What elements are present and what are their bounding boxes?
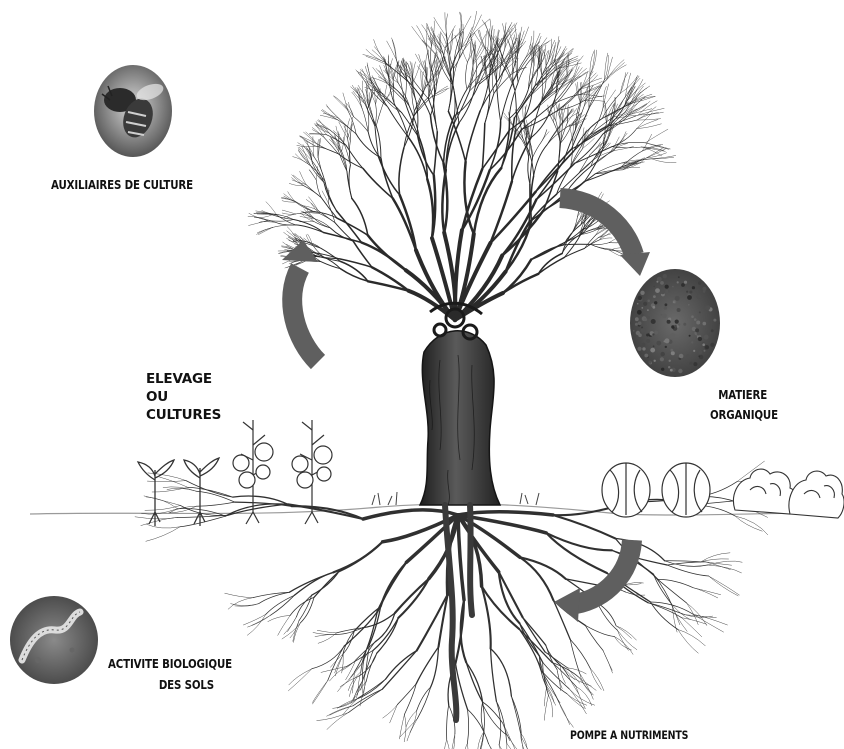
label-matiere-organique: MATIERE ORGANIQUE xyxy=(710,385,778,425)
lettuce-2 xyxy=(789,471,844,518)
cycle-arrow-bottom-right xyxy=(554,540,632,622)
tomato-plant-left xyxy=(233,420,273,524)
tree-canopy xyxy=(248,11,676,320)
label-activite-biologique: ACTIVITE BIOLOGIQUE DES SOLS xyxy=(108,653,232,695)
label-matiere-line2: ORGANIQUE xyxy=(710,405,778,425)
cycle-arrow-up-left xyxy=(282,240,318,362)
cabbage-2 xyxy=(662,463,710,517)
organic-matter-photo-icon xyxy=(630,269,720,377)
seedling-left xyxy=(138,460,174,526)
earthworm-photo-icon xyxy=(10,596,98,684)
label-matiere-line1: MATIERE xyxy=(710,385,778,405)
label-activite-line2: DES SOLS xyxy=(108,674,232,695)
label-pompe-a-nutriments: POMPE A NUTRIMENTS xyxy=(570,728,688,742)
label-activite-line1: ACTIVITE BIOLOGIQUE xyxy=(108,653,232,674)
bee-photo-icon xyxy=(94,65,172,157)
lettuce-1 xyxy=(733,469,796,514)
label-auxiliaires-de-culture: AUXILIAIRES DE CULTURE xyxy=(51,177,193,192)
cabbage-1 xyxy=(602,463,650,517)
label-elevage-line2: OU xyxy=(146,388,221,406)
label-elevage: ELEVAGE OU CULTURES xyxy=(146,370,221,424)
label-elevage-line3: CULTURES xyxy=(146,406,221,424)
label-elevage-line1: ELEVAGE xyxy=(146,370,221,388)
